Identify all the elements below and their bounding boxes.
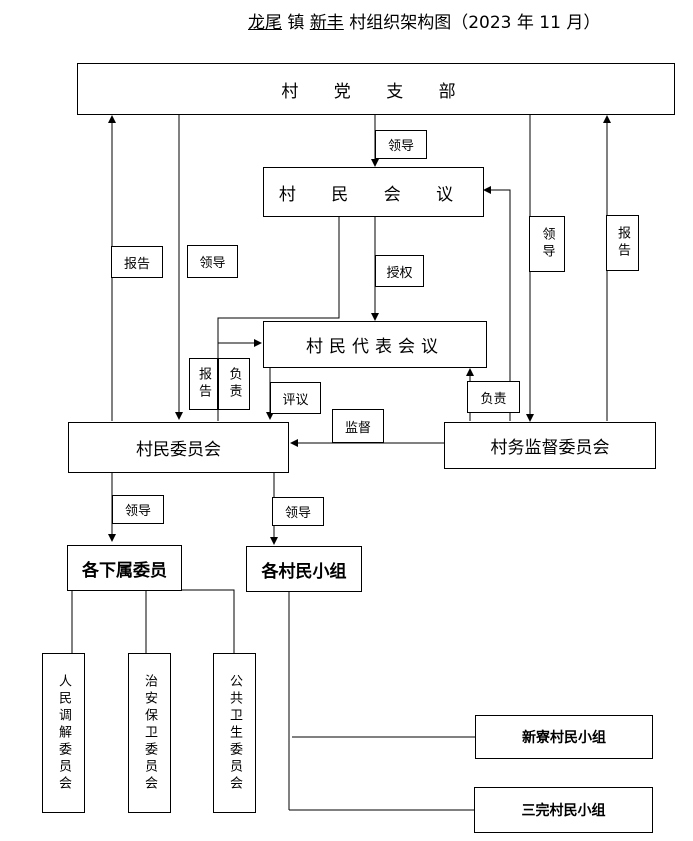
label-lead-right: 领导 bbox=[529, 216, 565, 272]
title-town: 龙尾 bbox=[248, 13, 282, 33]
node-group-sanwan: 三完村民小组 bbox=[474, 787, 653, 833]
title-town-suffix: 镇 bbox=[287, 13, 305, 33]
label-lead-sub: 领导 bbox=[112, 495, 164, 524]
node-mediation-committee: 人民调解委员会 bbox=[42, 653, 85, 813]
label-lead-right-text: 领导 bbox=[539, 227, 555, 261]
label-lead-groups: 领导 bbox=[272, 497, 324, 526]
health-text: 公共卫生委员会 bbox=[227, 673, 242, 793]
label-report-right-text: 报告 bbox=[615, 226, 630, 260]
node-village-committee: 村民委员会 bbox=[68, 422, 289, 473]
label-report-left: 报告 bbox=[111, 246, 163, 278]
label-responsible-right: 负责 bbox=[467, 381, 520, 413]
label-report-small: 报告 bbox=[189, 358, 218, 410]
title-village: 新丰 bbox=[309, 13, 344, 33]
node-security-committee: 治安保卫委员会 bbox=[128, 653, 171, 813]
title-rest: 村组织架构图（2023 年 11 月） bbox=[349, 13, 601, 33]
security-text: 治安保卫委员会 bbox=[142, 673, 157, 793]
node-villagers-meeting: 村 民 会 议 bbox=[263, 167, 484, 217]
node-supervision-committee: 村务监督委员会 bbox=[444, 422, 656, 469]
mediation-text: 人民调解委员会 bbox=[56, 673, 71, 793]
label-authorize: 授权 bbox=[375, 255, 424, 287]
label-supervise: 监督 bbox=[332, 409, 384, 443]
node-party-branch: 村 党 支 部 bbox=[77, 63, 675, 115]
node-sub-committees: 各下属委员 bbox=[67, 545, 182, 591]
label-lead-left: 领导 bbox=[187, 245, 238, 278]
label-review: 评议 bbox=[270, 382, 321, 414]
label-report-small-text: 报告 bbox=[196, 367, 211, 401]
label-responsible-small: 负责 bbox=[218, 358, 250, 410]
node-villager-groups: 各村民小组 bbox=[246, 546, 362, 592]
label-responsible-small-text: 负责 bbox=[226, 367, 242, 401]
label-lead-meeting: 领导 bbox=[375, 130, 427, 159]
node-representatives-meeting: 村民代表会议 bbox=[263, 321, 487, 368]
line-sub-right bbox=[170, 589, 235, 653]
node-health-committee: 公共卫生委员会 bbox=[213, 653, 256, 813]
arrow-supervision-meeting bbox=[483, 186, 511, 421]
label-report-right: 报告 bbox=[606, 215, 639, 271]
node-group-xinliao: 新寮村民小组 bbox=[475, 715, 653, 759]
chart-title: 龙尾 镇 新丰 村组织架构图（2023 年 11 月） bbox=[248, 8, 600, 33]
